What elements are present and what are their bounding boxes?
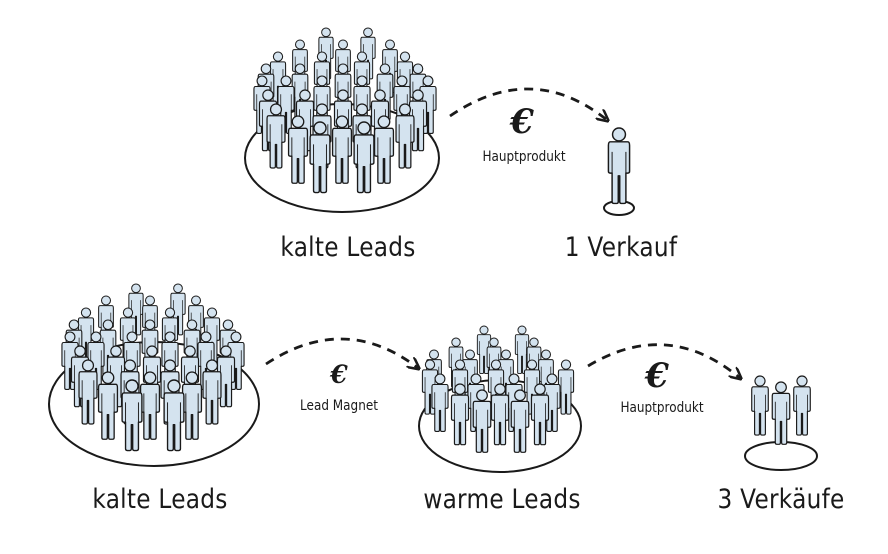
cold-leads-crowd-top [253,27,437,194]
single-buyer [607,127,631,205]
label-one-sale: 1 Verkauf [564,232,678,263]
person-icon [607,127,631,205]
person-icon [751,375,769,436]
buyers-group [751,375,811,445]
arrow-top [449,87,607,120]
person-icon [793,375,811,436]
single-buyer-base [603,200,635,216]
person-icon [771,381,791,445]
label-arrow-top: Hauptprodukt [482,149,566,165]
label-cold-leads-top: kalte Leads [280,232,416,263]
person-icon [557,359,575,415]
label-three-sales: 3 Verkäufe [717,484,845,515]
arrow-bottom-2 [587,343,740,378]
label-arrow-bottom-1: Lead Magnet [300,398,378,414]
euro-icon-top: € [510,102,534,142]
crowd-ellipse-bottom-right [744,441,818,471]
label-arrow-bottom-2: Hauptprodukt [620,400,704,416]
euro-icon-bottom-1: € [330,360,348,389]
label-cold-leads-bottom: kalte Leads [92,484,228,515]
label-warm-leads: warme Leads [423,484,581,515]
euro-icon-bottom-2: € [645,356,669,396]
arrow-bottom-1 [265,337,418,368]
